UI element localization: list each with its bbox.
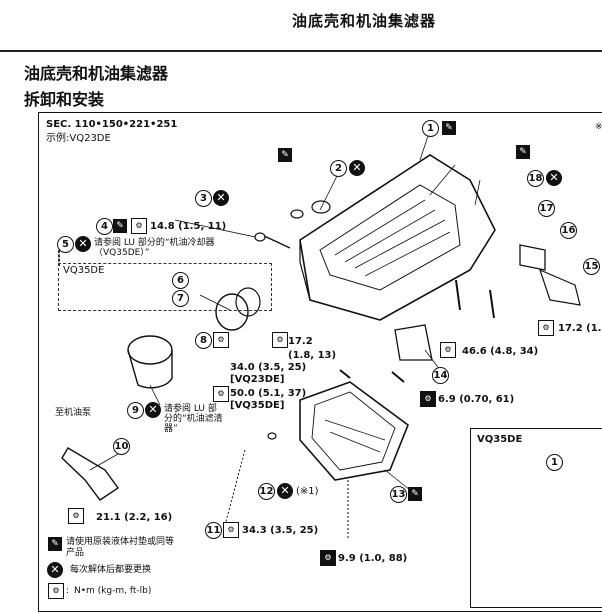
legend-replace-icon: ✕	[47, 562, 63, 578]
callout-12: 12	[258, 483, 275, 500]
torque-label-17-units: (1.8, 13)	[288, 350, 337, 361]
legend-sealant-icon: ✎	[48, 537, 62, 551]
torque-label-172r: 17.2 (1.8	[558, 323, 602, 334]
torque-wrench-icon: ⚙	[213, 332, 229, 348]
callout-6: 6	[172, 272, 189, 289]
torque-label-50: 50.0 (5.1, 37)	[230, 388, 307, 399]
torque-wrench-icon: ⚙	[68, 508, 84, 524]
callout-15: 15	[583, 258, 600, 275]
legend-torque-icon: ⚙	[48, 583, 64, 599]
dashed-leader	[58, 250, 60, 266]
callout-16: 16	[560, 222, 577, 239]
sealant-icon: ✎	[408, 487, 422, 501]
torque-wrench-icon: ⚙	[538, 320, 554, 336]
torque-label-69: 6.9 (0.70, 61)	[438, 394, 515, 405]
corner-mark: ※	[595, 122, 602, 132]
sec-code: SEC. 110•150•221•251	[46, 119, 178, 130]
note-star-1: (※1)	[296, 486, 319, 497]
callout-7: 7	[172, 290, 189, 307]
torque-label-4: 14.8 (1.5, 11)	[150, 221, 227, 232]
page-header-title: 油底壳和机油集滤器	[292, 12, 437, 30]
ref-oil-cooler: 请参阅 LU 部分的“机油冷却器（VQ35DE）”	[94, 238, 215, 258]
vq35de-inset: VQ35DE 1	[470, 428, 602, 608]
section-subtitle: 拆卸和安装	[24, 90, 105, 109]
replace-x-icon: ✕	[75, 236, 91, 252]
replace-x-icon: ✕	[213, 190, 229, 206]
vq35de-dashed-group	[58, 263, 272, 311]
callout-8: 8	[195, 332, 212, 349]
torque-label-466: 46.6 (4.8, 34)	[462, 346, 539, 357]
callout-13: 13	[390, 486, 407, 503]
torque-wrench-icon: ⚙	[420, 391, 436, 407]
callout-11: 11	[205, 522, 222, 539]
inset-callout-1: 1	[546, 454, 563, 471]
replace-x-icon: ✕	[546, 170, 562, 186]
header-rule	[0, 50, 602, 52]
callout-1: 1	[422, 120, 439, 137]
vq35de-group-label: VQ35DE	[63, 265, 105, 276]
callout-2: 2	[330, 160, 347, 177]
torque-label-21: 21.1 (2.2, 16)	[96, 512, 173, 523]
callout-5: 5	[57, 236, 74, 253]
legend-torque-text: N•m (kg-m, ft-lb)	[74, 586, 152, 596]
torque-label-34: 34.0 (3.5, 25)	[230, 362, 307, 373]
callout-3: 3	[195, 190, 212, 207]
replace-x-icon: ✕	[277, 483, 293, 499]
torque-wrench-icon: ⚙	[223, 522, 239, 538]
callout-9: 9	[127, 402, 144, 419]
sealant-icon: ✎	[442, 121, 456, 135]
callout-14: 14	[432, 367, 449, 384]
legend-torque-prefix: :	[66, 586, 70, 596]
torque-wrench-icon: ⚙	[131, 218, 147, 234]
legend-sealant-text: 请使用原装液体衬垫或同等产品	[66, 537, 175, 558]
to-oil-pump: 至机油泵	[55, 408, 92, 418]
inset-label: VQ35DE	[477, 434, 523, 445]
callout-10: 10	[113, 438, 130, 455]
torque-model-vq35de: [VQ35DE]	[230, 400, 285, 411]
sealant-icon: ✎	[516, 145, 530, 159]
section-title: 油底壳和机油集滤器	[24, 64, 169, 83]
torque-wrench-icon: ⚙	[213, 386, 229, 402]
sealant-icon: ✎	[113, 219, 127, 233]
torque-label-17: 17.2	[288, 336, 313, 347]
callout-17: 17	[538, 200, 555, 217]
ref-oil-filter: 请参阅 LU 部分的“机油滤清器”	[164, 404, 223, 434]
torque-model-vq23de: [VQ23DE]	[230, 374, 285, 385]
replace-x-icon: ✕	[349, 160, 365, 176]
example-model: 示例:VQ23DE	[46, 133, 111, 144]
callout-18: 18	[527, 170, 544, 187]
torque-label-343: 34.3 (3.5, 25)	[242, 525, 319, 536]
replace-x-icon: ✕	[145, 402, 161, 418]
legend-replace-text: 每次解体后都要更换	[70, 565, 152, 575]
sealant-icon: ✎	[278, 148, 292, 162]
torque-wrench-icon: ⚙	[440, 342, 456, 358]
torque-wrench-icon: ⚙	[320, 550, 336, 566]
callout-4: 4	[96, 218, 113, 235]
torque-label-99: 9.9 (1.0, 88)	[338, 553, 408, 564]
torque-wrench-icon: ⚙	[272, 332, 288, 348]
